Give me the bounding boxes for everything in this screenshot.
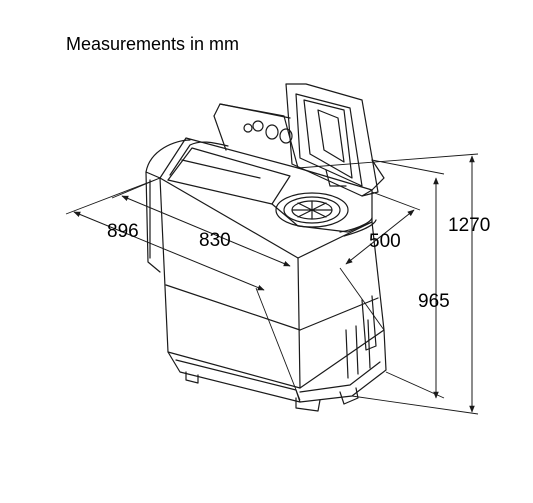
dim-line-830 xyxy=(121,195,291,267)
dim-line-500 xyxy=(345,209,415,265)
dim-line-896 xyxy=(73,211,265,291)
diagram-title: Measurements in mm xyxy=(66,34,240,54)
machine-top xyxy=(159,137,373,233)
dim-label-depth: 500 xyxy=(369,231,401,252)
dim-label-width: 896 xyxy=(107,221,139,242)
dim-label-width-inner: 830 xyxy=(199,230,231,251)
control-panel xyxy=(213,103,299,169)
open-lid xyxy=(285,83,385,197)
extension-lines xyxy=(65,153,479,415)
dim-label-height-total: 1270 xyxy=(448,215,491,236)
dim-label-height-body: 965 xyxy=(418,291,450,312)
spin-tub xyxy=(275,192,349,228)
